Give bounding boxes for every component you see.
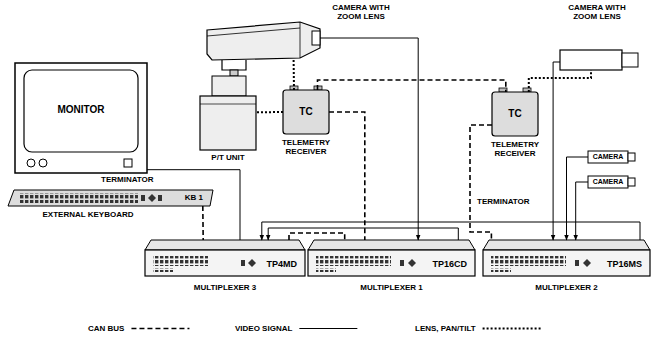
equipment-name: TP4MD <box>266 259 297 269</box>
equipment-node: KB 1EXTERNAL KEYBOARD <box>8 190 213 206</box>
cable-connector <box>289 233 345 240</box>
cable-connector <box>262 222 640 240</box>
terminator-label: TERMINATOR <box>100 176 155 185</box>
cable-connector <box>268 228 458 240</box>
legend-text: CAN BUS <box>88 324 124 333</box>
cable-connector <box>256 111 283 113</box>
equipment-name: TP16MS <box>607 259 642 269</box>
cable-connector <box>529 70 591 92</box>
equipment-node: MONITOR <box>15 63 147 173</box>
legend-sample <box>131 328 189 330</box>
equipment-node: CAMERA <box>588 176 628 188</box>
cable-connector <box>576 182 588 240</box>
equipment-label: CAMERA WITH ZOOM LENS <box>566 3 628 21</box>
equipment-name: TP16CD <box>432 259 467 269</box>
equipment-label: MULTIPLEXER 1 <box>308 283 475 292</box>
equipment-node: TP16CDMULTIPLEXER 1 <box>308 240 475 276</box>
equipment-name: TC <box>508 108 521 120</box>
legend-text: VIDEO SIGNAL <box>235 324 292 333</box>
cable-connector <box>470 125 492 240</box>
cable-connector <box>293 60 295 90</box>
cable-connector <box>567 157 589 240</box>
legend-sample <box>483 328 541 330</box>
equipment-name: TC <box>299 106 312 118</box>
equipment-node: CAMERA <box>588 151 628 163</box>
equipment-node: TP16MSMULTIPLEXER 2 <box>483 240 650 276</box>
equipment-node: TP4MDMULTIPLEXER 3 <box>145 240 305 276</box>
cable-connector <box>329 112 365 240</box>
equipment-label: EXTERNAL KEYBOARD <box>33 210 143 219</box>
equipment-node: TCTELEMETRY RECEIVER <box>492 92 538 136</box>
cable-connector <box>147 170 240 240</box>
equipment-name: CAMERA <box>593 153 624 161</box>
equipment-label: P/T UNIT <box>196 153 260 162</box>
equipment-label: MULTIPLEXER 3 <box>145 283 305 292</box>
equipment-node: TCTELEMETRY RECEIVER <box>283 90 329 134</box>
cable-connector <box>318 80 506 92</box>
equipment-name: MONITOR <box>57 104 104 116</box>
equipment-name: KB 1 <box>185 193 203 202</box>
equipment-label: MULTIPLEXER 2 <box>483 283 650 292</box>
equipment-node: P/T UNIT <box>200 76 256 150</box>
cable-connector <box>553 62 560 240</box>
equipment-label: TELEMETRY RECEIVER <box>482 140 548 158</box>
equipment-label: TELEMETRY RECEIVER <box>273 138 339 156</box>
equipment-node: CAMERA WITH ZOOM LENS <box>560 50 622 70</box>
equipment-node: CAMERA WITH ZOOM LENS <box>205 22 320 60</box>
equipment-label: CAMERA WITH ZOOM LENS <box>330 3 392 21</box>
legend-sample <box>299 328 357 329</box>
cable-connector <box>320 38 418 240</box>
terminator-label: TERMINATOR <box>476 198 531 207</box>
equipment-name: CAMERA <box>593 178 624 186</box>
legend-text: LENS, PAN/TILT <box>415 324 476 333</box>
cable-connector <box>202 206 204 240</box>
